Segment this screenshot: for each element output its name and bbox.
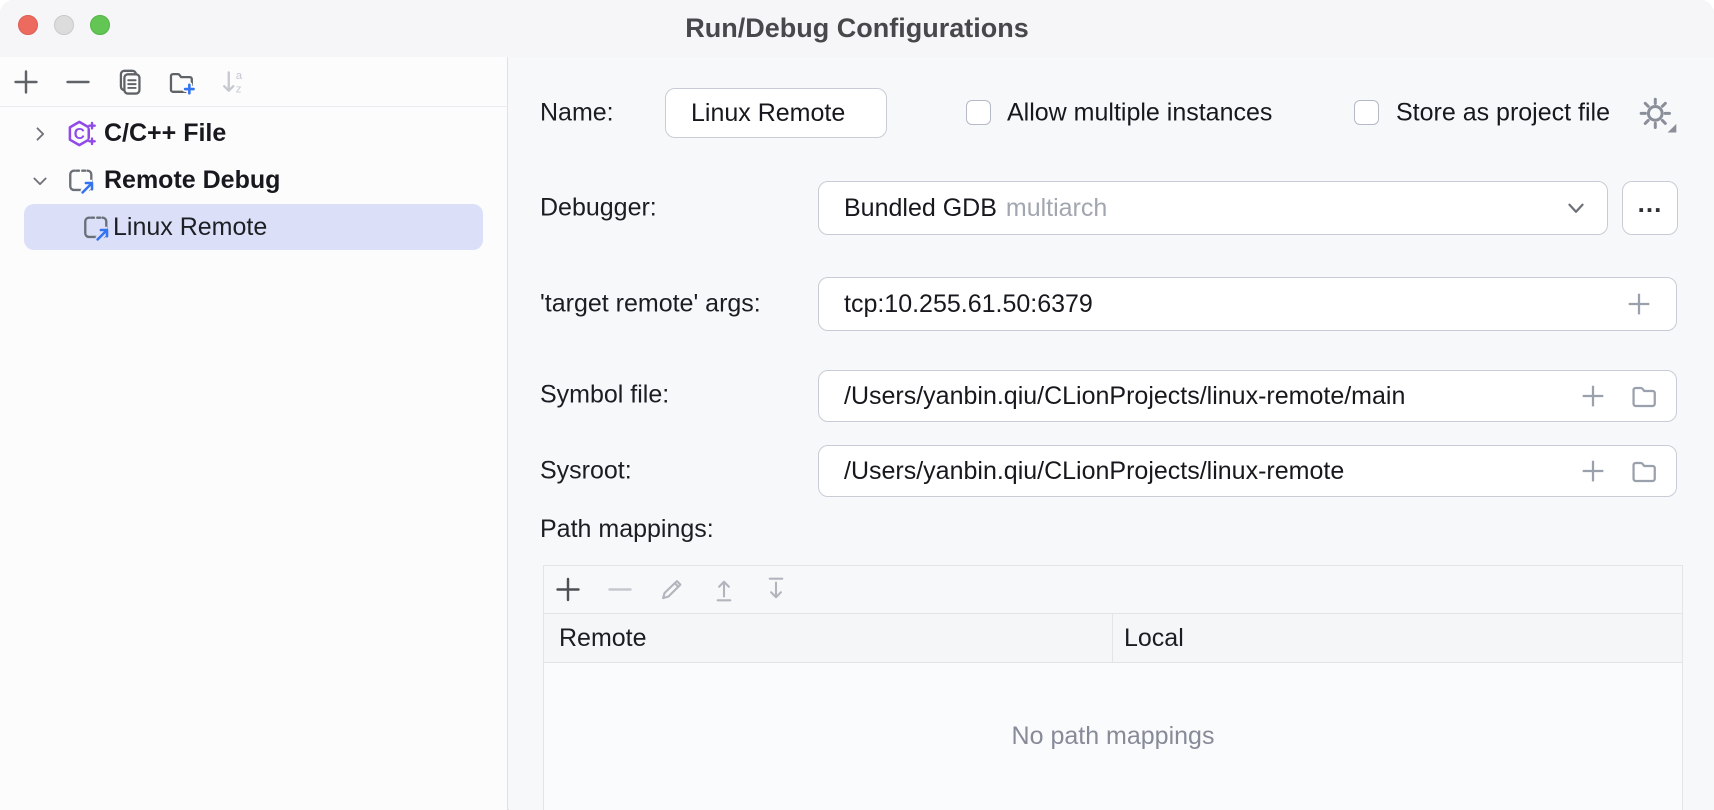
remote-debug-icon — [66, 166, 97, 195]
plus-icon — [556, 577, 580, 602]
path-mappings-toolbar — [544, 566, 1682, 614]
tree-item-linux-remote[interactable]: Linux Remote — [24, 204, 483, 250]
path-mappings-body[interactable]: No path mappings — [544, 663, 1682, 810]
symbol-file-input[interactable]: /Users/yanbin.qiu/CLionProjects/linux-re… — [818, 370, 1677, 422]
gear-icon — [1639, 97, 1677, 133]
empty-state-text: No path mappings — [1011, 722, 1215, 750]
copy-icon — [119, 69, 141, 95]
folder-icon — [1632, 386, 1656, 408]
minus-icon — [66, 80, 90, 83]
column-header-remote[interactable]: Remote — [559, 623, 647, 652]
add-mapping-button[interactable] — [554, 576, 582, 604]
path-mappings-label: Path mappings: — [540, 515, 714, 543]
dialog-title: Run/Debug Configurations — [685, 13, 1029, 43]
debugger-more-button[interactable]: ... — [1622, 181, 1678, 235]
svg-text:a: a — [236, 69, 243, 81]
name-label: Name: — [540, 98, 614, 127]
svg-text:C: C — [74, 126, 85, 143]
name-input[interactable]: Linux Remote — [665, 88, 887, 138]
pencil-icon — [662, 580, 682, 600]
allow-multiple-instances-label: Allow multiple instances — [1007, 98, 1273, 127]
sort-configurations-button[interactable]: a z — [220, 68, 248, 96]
column-header-local[interactable]: Local — [1112, 614, 1682, 662]
arrow-up-from-line-icon — [716, 580, 732, 602]
tree-item-cpp-file[interactable]: C C/C++ File — [0, 110, 507, 157]
path-mappings-table: Remote Local No path mappings — [543, 565, 1683, 810]
zoom-window-button[interactable] — [90, 15, 110, 35]
plus-icon — [14, 69, 38, 94]
target-remote-args-input[interactable]: tcp:10.255.61.50:6379 — [818, 277, 1677, 331]
minimize-window-button[interactable] — [54, 15, 74, 35]
debugger-dropdown[interactable]: Bundled GDB multiarch — [818, 181, 1608, 235]
plus-icon — [1582, 460, 1604, 482]
remove-mapping-button[interactable] — [606, 576, 634, 604]
tree-item-label: Linux Remote — [113, 212, 268, 241]
expand-field-button[interactable] — [1624, 289, 1654, 319]
tree-item-remote-debug[interactable]: Remote Debug — [0, 157, 507, 204]
configurations-sidebar: a z C — [0, 57, 508, 810]
target-remote-args-label: 'target remote' args: — [540, 289, 761, 318]
symbol-file-label: Symbol file: — [540, 380, 670, 409]
new-folder-icon — [169, 72, 196, 96]
cpp-file-icon: C — [66, 119, 97, 148]
edit-mapping-button[interactable] — [658, 576, 686, 604]
tree-item-label: Remote Debug — [104, 166, 281, 194]
move-mapping-down-button[interactable] — [762, 576, 790, 604]
browse-file-button[interactable] — [1630, 381, 1660, 411]
chevron-right-icon[interactable] — [30, 123, 50, 145]
expand-field-button[interactable] — [1578, 381, 1608, 411]
chevron-down-icon[interactable] — [30, 170, 50, 192]
add-configuration-button[interactable] — [12, 68, 40, 96]
configurations-tree: C C/C++ File — [0, 107, 507, 250]
browse-folder-button[interactable] — [1630, 456, 1660, 486]
configuration-form: Name: Linux Remote Allow multiple instan… — [509, 57, 1714, 810]
traffic-lights — [18, 15, 110, 35]
sysroot-input[interactable]: /Users/yanbin.qiu/CLionProjects/linux-re… — [818, 445, 1677, 497]
chevron-down-icon — [1563, 195, 1589, 221]
folder-icon — [1632, 461, 1656, 483]
move-mapping-up-button[interactable] — [710, 576, 738, 604]
debugger-label: Debugger: — [540, 193, 657, 222]
store-as-project-file-label: Store as project file — [1396, 98, 1610, 127]
store-as-project-file-checkbox[interactable] — [1354, 100, 1379, 125]
svg-text:z: z — [236, 83, 242, 95]
tree-item-label: C/C++ File — [104, 119, 227, 147]
minus-icon — [608, 588, 632, 591]
titlebar: Run/Debug Configurations — [0, 0, 1714, 57]
new-folder-button[interactable] — [168, 68, 196, 96]
sysroot-label: Sysroot: — [540, 456, 632, 485]
path-mappings-header: Remote Local — [544, 614, 1682, 663]
plus-icon — [1582, 385, 1604, 407]
arrow-down-to-line-icon — [768, 577, 784, 599]
expand-field-button[interactable] — [1578, 456, 1608, 486]
plus-icon — [1628, 293, 1650, 315]
sort-az-icon: a z — [223, 69, 243, 95]
sidebar-toolbar: a z — [0, 57, 507, 107]
remove-configuration-button[interactable] — [64, 68, 92, 96]
store-options-button[interactable] — [1637, 96, 1677, 133]
close-window-button[interactable] — [18, 15, 38, 35]
remote-debug-icon — [81, 213, 112, 242]
copy-configuration-button[interactable] — [116, 68, 144, 96]
allow-multiple-instances-checkbox[interactable] — [966, 100, 991, 125]
